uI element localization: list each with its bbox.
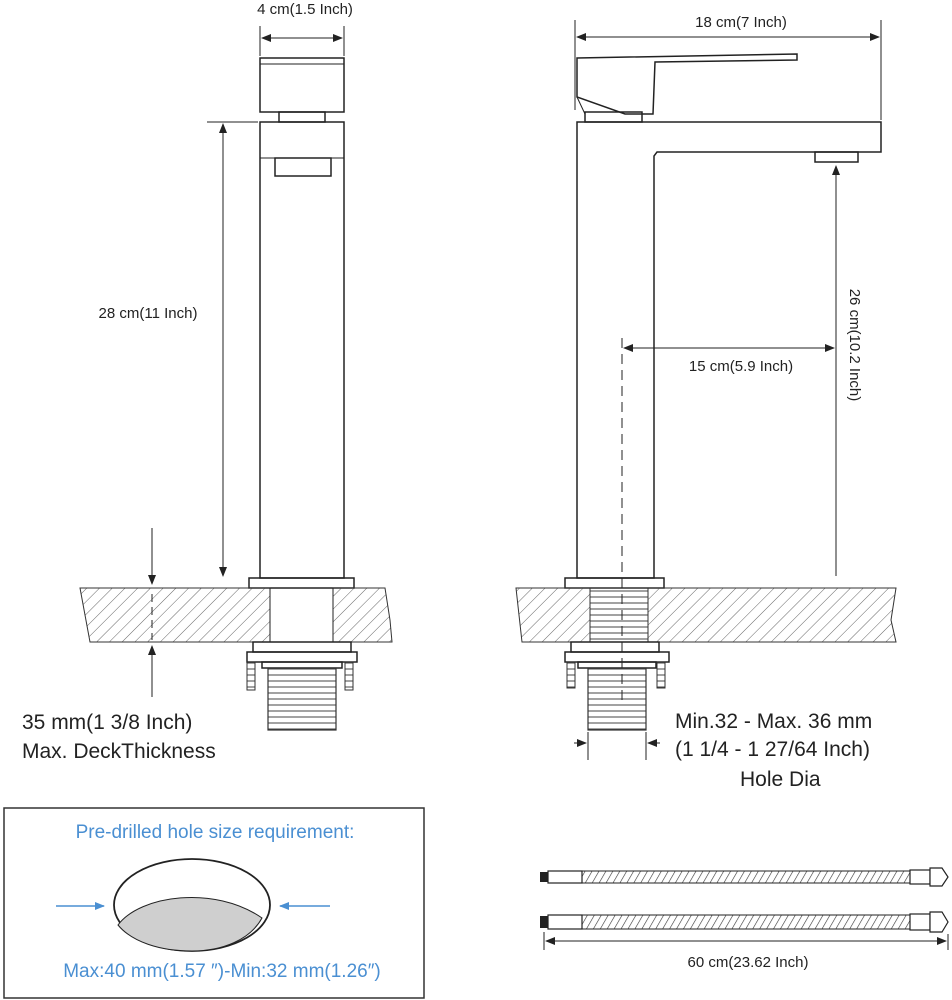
handle-width-dimension: 4 cm(1.5 Inch) bbox=[257, 1, 353, 56]
length-dimension: 18 cm(7 Inch) bbox=[574, 14, 882, 120]
hole-range-label: Min.32 - Max. 36 mm bbox=[675, 710, 872, 733]
hole-box-frame bbox=[3, 807, 425, 999]
deck-thickness-note: Max. DeckThickness bbox=[22, 740, 216, 763]
left-height-label: 28 cm(11 Inch) bbox=[99, 305, 198, 322]
right-faucet-view: 18 cm(7 Inch) 26 cm(10.2 Inch) 15 cm(5.9… bbox=[515, 14, 897, 791]
length-label: 18 cm(7 Inch) bbox=[695, 14, 787, 31]
left-faucet-body bbox=[259, 121, 345, 579]
reach-label: 15 cm(5.9 Inch) bbox=[689, 358, 793, 375]
spout-height-dimension: 26 cm(10.2 Inch) bbox=[832, 165, 863, 576]
hole-dia-label: Hole Dia bbox=[740, 768, 821, 791]
hole-box-title: Pre-drilled hole size requirement: bbox=[76, 822, 355, 843]
left-faucet-view: 4 cm(1.5 Inch) 28 cm(11 Inch) 35 mm(1 3/… bbox=[22, 1, 393, 763]
hose-length-label: 60 cm(23.62 Inch) bbox=[688, 954, 809, 971]
hose-lower bbox=[540, 911, 949, 933]
hole-diameter-dimension: Min.32 - Max. 36 mm (1 1/4 - 1 27/64 Inc… bbox=[574, 710, 872, 791]
supply-hoses: 60 cm(23.62 Inch) bbox=[540, 867, 949, 971]
handle-width-label: 4 cm(1.5 Inch) bbox=[257, 1, 353, 18]
left-deck-section bbox=[79, 587, 393, 643]
spout-height-label: 26 cm(10.2 Inch) bbox=[846, 289, 863, 402]
right-base-plate bbox=[564, 577, 665, 589]
left-handle bbox=[259, 57, 345, 113]
left-height-dimension: 28 cm(11 Inch) bbox=[99, 121, 258, 577]
left-base-plate bbox=[248, 577, 355, 589]
right-mounting-hardware bbox=[564, 641, 670, 731]
hose-length-dimension: 60 cm(23.62 Inch) bbox=[543, 932, 949, 971]
hose-upper bbox=[540, 867, 949, 887]
right-faucet-body bbox=[576, 121, 882, 579]
deck-thickness-label: 35 mm(1 3/8 Inch) bbox=[22, 711, 192, 734]
hole-range-inch-label: (1 1/4 - 1 27/64 Inch) bbox=[675, 738, 870, 761]
left-mounting-hardware bbox=[246, 641, 358, 731]
reach-dimension: 15 cm(5.9 Inch) bbox=[623, 344, 835, 375]
right-handle-lever bbox=[576, 53, 798, 115]
deck-thickness-dimension: 35 mm(1 3/8 Inch) Max. DeckThickness bbox=[22, 528, 216, 763]
drilled-hole-illustration bbox=[113, 858, 271, 952]
right-deck-section bbox=[515, 587, 897, 643]
hole-box-range: Max:40 mm(1.57 ″)-Min:32 mm(1.26″) bbox=[63, 961, 381, 982]
pre-drilled-hole-box: Pre-drilled hole size requirement: Max:4… bbox=[3, 807, 425, 999]
